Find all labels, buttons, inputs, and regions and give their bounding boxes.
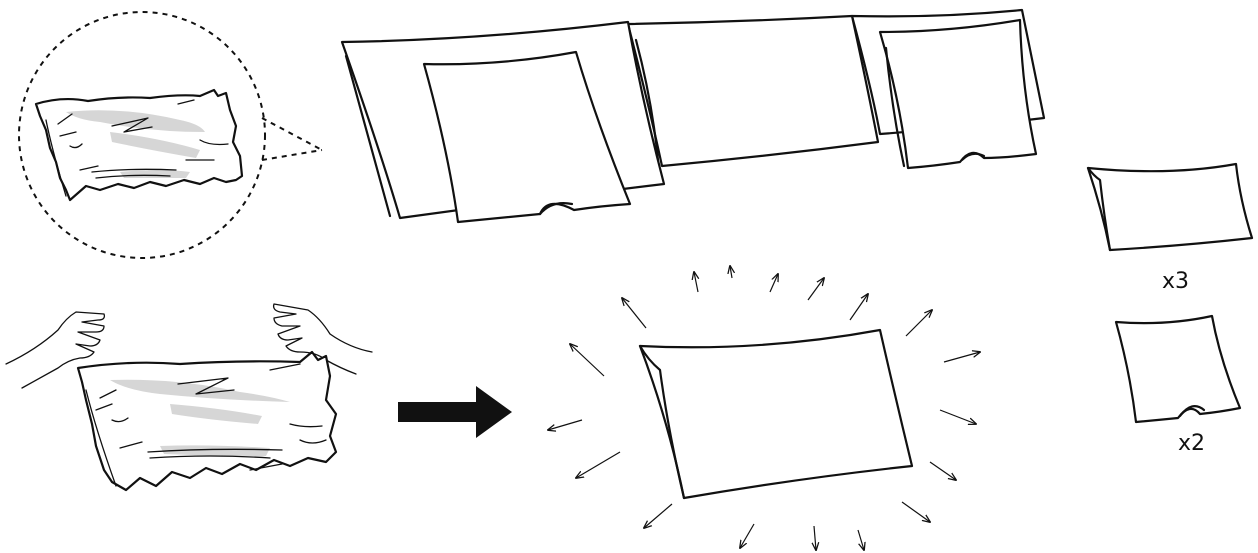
burst-arrow	[814, 525, 816, 550]
burst-arrow	[905, 310, 932, 337]
burst-arrow	[570, 344, 605, 377]
square-pillow-icon	[1114, 314, 1242, 424]
burst-arrow	[807, 278, 824, 301]
right-arrow-icon	[398, 386, 512, 438]
burst-arrow	[644, 503, 673, 528]
back-pillow-middle	[626, 14, 880, 168]
burst-arrow	[929, 461, 956, 480]
pillow-count-legend: x3 x2	[1086, 162, 1254, 456]
burst-arrow	[694, 272, 698, 293]
burst-arrow	[769, 274, 778, 293]
rectangular-pillow-icon	[1086, 162, 1254, 252]
burst-arrow	[730, 266, 732, 279]
expanded-pillow	[638, 328, 914, 500]
burst-arrow	[548, 419, 583, 430]
front-square-pillow-left	[422, 50, 632, 224]
vacuum-packed-pillow-detail	[34, 88, 244, 202]
front-square-pillow-right	[878, 18, 1038, 170]
burst-arrow	[857, 529, 864, 550]
burst-arrow-icon	[548, 266, 980, 550]
burst-arrow	[740, 523, 755, 548]
burst-arrow	[939, 409, 976, 424]
zoom-callout	[18, 11, 323, 259]
hands-icon	[5, 303, 373, 389]
square-pillow-count: x2	[1178, 431, 1205, 456]
burst-arrow	[901, 501, 930, 522]
zoom-pointer-lines	[261, 117, 323, 161]
zoom-circle	[18, 11, 266, 259]
rectangular-pillow-count: x3	[1162, 269, 1189, 294]
burst-arrow	[943, 352, 980, 363]
burst-arrow	[622, 298, 647, 329]
vacuum-packed-pillow	[76, 350, 338, 492]
arranged-pillows-scene	[340, 8, 1046, 224]
burst-arrow	[576, 451, 621, 478]
burst-arrow	[849, 294, 868, 321]
